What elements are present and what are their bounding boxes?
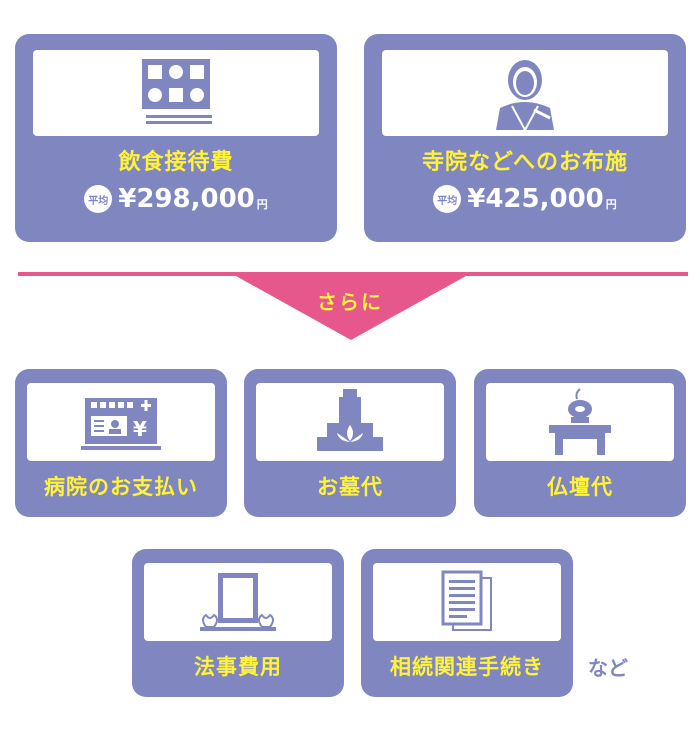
card-label: 飲食接待費 (118, 150, 234, 175)
average-badge: 平均 (84, 185, 113, 213)
temple-donation-card: 寺院などへのお布施 平均 ¥425,000 円 (364, 34, 686, 242)
down-arrow-icon (236, 276, 466, 340)
documents-icon (441, 570, 492, 631)
inheritance-procedure-card: 相続関連手続き (361, 549, 573, 697)
altar-cost-card: 仏壇代 (474, 369, 686, 517)
svg-text:¥: ¥ (133, 417, 147, 441)
meal-tray-icon (142, 59, 212, 124)
meal-cost-card: 飲食接待費 平均 ¥298,000 円 (15, 34, 337, 242)
gravestone-icon (317, 389, 383, 451)
divider-text: さらに (317, 290, 383, 314)
card-label: 法事費用 (194, 655, 282, 679)
icon-panel (382, 50, 668, 136)
price-amount: ¥298,000 (118, 184, 255, 214)
card-label: 寺院などへのお布施 (422, 150, 628, 175)
average-price: 平均 ¥425,000 円 (364, 184, 686, 214)
hospital-payment-card: ¥ 病院のお支払い (15, 369, 227, 517)
grave-cost-card: お墓代 (244, 369, 456, 517)
icon-panel (373, 563, 561, 641)
average-price: 平均 ¥298,000 円 (15, 184, 337, 214)
card-label: 仏壇代 (547, 475, 613, 499)
price-unit: 円 (605, 198, 617, 211)
card-label: 相続関連手続き (390, 655, 544, 679)
icon-panel (144, 563, 332, 641)
monk-icon (496, 60, 554, 130)
memorial-service-card: 法事費用 (132, 549, 344, 697)
average-badge: 平均 (433, 185, 462, 213)
icon-panel (256, 383, 444, 461)
icon-panel (486, 383, 674, 461)
section-divider (18, 272, 688, 276)
icon-panel: ¥ (27, 383, 215, 461)
hospital-bill-icon: ¥ (81, 398, 161, 450)
price-amount: ¥425,000 (467, 184, 604, 214)
icon-panel (33, 50, 319, 136)
memorial-frame-icon (200, 573, 276, 631)
etc-text: など (588, 656, 628, 680)
altar-icon (549, 388, 611, 455)
card-label: お墓代 (317, 475, 383, 499)
card-label: 病院のお支払い (44, 475, 198, 499)
price-unit: 円 (256, 198, 268, 211)
